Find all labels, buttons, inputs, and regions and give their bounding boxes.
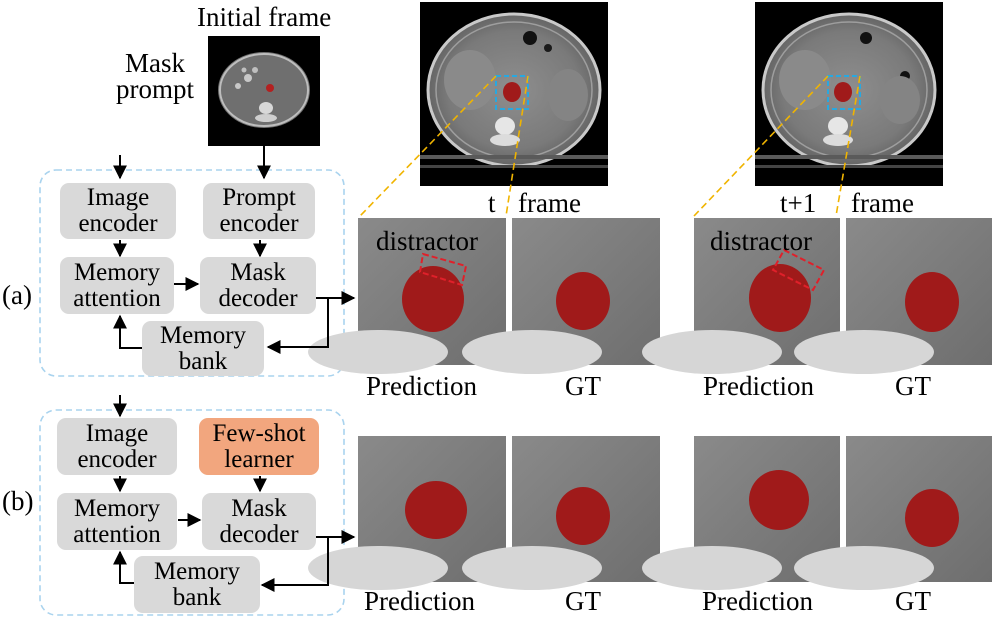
initial-frame-label: Initial frame <box>197 2 332 32</box>
zoom-lines <box>359 75 861 217</box>
zoom-b-t1-prediction <box>642 436 840 590</box>
image-encoder-b-block: Image encoder <box>57 418 177 475</box>
memory-attention-a-block: Memory attention <box>60 257 174 314</box>
memory-bank-a-block: Memory bank <box>142 321 264 376</box>
image-encoder-a-block: Image encoder <box>60 183 176 239</box>
prediction-b-t1-label: Prediction <box>702 586 813 616</box>
distractor-t-label: distractor <box>376 226 478 256</box>
memory-attention-b-block: Memory attention <box>57 493 177 550</box>
few-shot-learner-block: Few-shot learner <box>199 418 319 475</box>
zoom-a-t-gt <box>462 218 660 374</box>
t-frame-word-label: frame <box>518 188 581 218</box>
t1-frame-word-label: frame <box>851 188 914 218</box>
ct-frame-t1-image <box>755 2 943 186</box>
zoom-b-t-gt <box>462 436 660 590</box>
t-frame-t-label: t <box>488 188 496 218</box>
prediction-b-t-label: Prediction <box>364 586 475 616</box>
distractor-t1-label: distractor <box>710 226 812 256</box>
prediction-a-t1-label: Prediction <box>703 371 814 401</box>
gt-b-t-label: GT <box>565 586 601 616</box>
gt-a-t-label: GT <box>565 371 601 401</box>
prompt-encoder-a-block: Prompt encoder <box>203 183 315 239</box>
framework-b-outline <box>39 409 345 616</box>
prediction-a-t-label: Prediction <box>366 371 477 401</box>
gt-b-t1-label: GT <box>895 586 931 616</box>
t1-frame-t-label: t+1 <box>780 188 817 218</box>
framework-a-outline <box>39 169 345 377</box>
initial-frame-image <box>208 36 320 146</box>
zoom-b-t1-gt <box>794 436 992 590</box>
row-b-label: (b) <box>2 486 34 516</box>
zoom-a-t1-gt <box>794 218 992 374</box>
gt-a-t1-label: GT <box>895 371 931 401</box>
ct-frame-t-image <box>420 2 608 186</box>
mask-decoder-b-block: Mask decoder <box>202 493 316 550</box>
memory-bank-b-block: Memory bank <box>134 556 260 613</box>
mask-decoder-a-block: Mask decoder <box>200 257 316 314</box>
arrows-a <box>113 146 356 354</box>
row-a-label: (a) <box>2 280 32 310</box>
mask-prompt-label: Mask prompt <box>116 48 194 104</box>
arrows-b <box>113 395 356 592</box>
zoom-a-t-prediction <box>308 218 506 374</box>
